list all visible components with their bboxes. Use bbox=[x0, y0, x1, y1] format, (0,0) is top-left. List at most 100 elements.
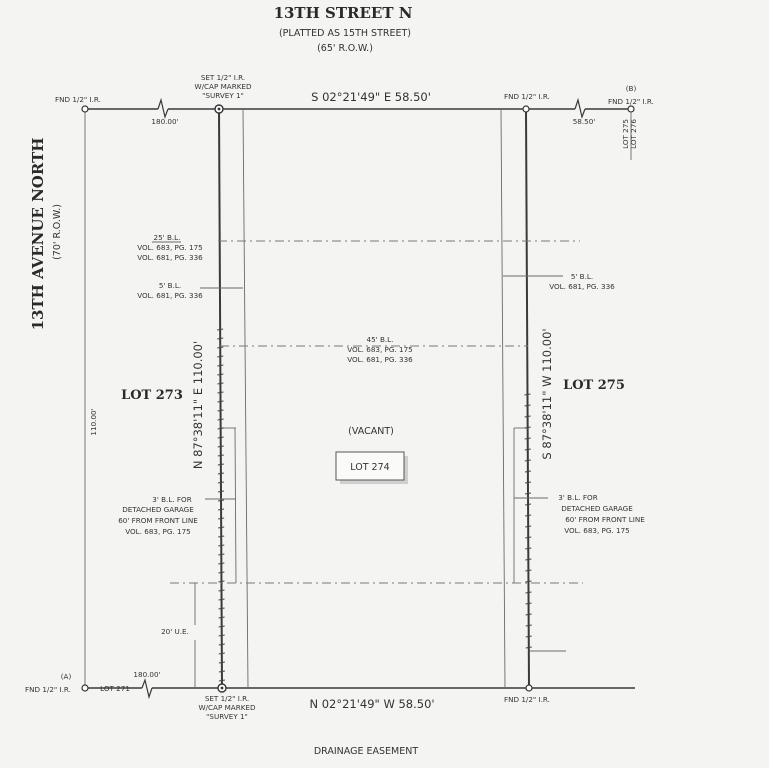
fence-hatch-mark bbox=[525, 602, 532, 605]
fence-hatch-mark bbox=[217, 508, 225, 511]
fence-hatch-mark bbox=[217, 418, 224, 421]
fence-hatch-mark bbox=[218, 598, 225, 601]
dist-top-right: 58.50' bbox=[573, 117, 596, 126]
drainage-easement-label: DRAINAGE EASEMENT bbox=[314, 746, 418, 757]
east-bearing: S 87°38'11" W 110.00' bbox=[540, 328, 554, 459]
fence-hatch-mark bbox=[525, 525, 532, 528]
fence-hatch-mark bbox=[217, 499, 225, 502]
dist-top-left: 180.00' bbox=[151, 117, 178, 126]
bl-3-right-label-1: 3' B.L. FOR bbox=[558, 493, 597, 502]
fence-hatch-mark bbox=[217, 391, 224, 394]
fence-hatch-mark bbox=[218, 670, 225, 673]
fence-hatch-mark bbox=[218, 634, 225, 637]
fence-hatch-mark bbox=[217, 355, 224, 358]
fence-hatch-mark bbox=[524, 404, 531, 407]
fence-hatch-mark bbox=[524, 426, 531, 429]
fence-hatch-mark bbox=[525, 646, 532, 649]
fence-hatch-mark bbox=[218, 625, 225, 628]
fence-hatch-mark bbox=[218, 517, 225, 520]
fence-hatch-mark bbox=[218, 553, 225, 556]
fence-hatch-mark bbox=[525, 569, 532, 572]
fence-hatch-mark bbox=[218, 580, 225, 583]
lot-275-small-label: LOT 275 bbox=[621, 119, 630, 149]
dist-left-vertical: 110.00' bbox=[89, 408, 98, 435]
west-bearing: N 87°38'11" E 110.00' bbox=[191, 341, 205, 469]
set-label-bottom-3: "SURVEY 1" bbox=[206, 712, 248, 721]
fence-hatch-mark bbox=[525, 613, 532, 616]
fence-hatch-mark bbox=[525, 580, 532, 583]
fence-hatch-mark bbox=[218, 607, 225, 610]
street-row: (65' R.O.W.) bbox=[317, 43, 373, 54]
bl-5-right-label-2: VOL. 681, PG. 336 bbox=[549, 282, 615, 291]
bl-25-label-1: 25' B.L. bbox=[154, 233, 181, 242]
fnd-iron-rod-bottom-right bbox=[525, 684, 533, 692]
b-marker-label: (B) bbox=[626, 84, 637, 93]
fnd-label-far-right: FND 1/2" I.R. bbox=[608, 97, 654, 106]
fence-hatch-mark bbox=[218, 562, 225, 565]
fnd-label-top-left: FND 1/2" I.R. bbox=[55, 95, 101, 104]
fence-hatch-mark bbox=[218, 616, 225, 619]
fence-hatch-mark bbox=[524, 448, 531, 451]
fence-hatch-mark bbox=[217, 400, 224, 403]
fence-hatch-mark bbox=[217, 346, 224, 349]
dist-bottom-left: 180.00' bbox=[133, 670, 160, 679]
south-bearing: N 02°21'49" W 58.50' bbox=[309, 697, 434, 711]
fence-hatch-mark bbox=[217, 472, 224, 475]
fence-hatch-mark bbox=[524, 503, 532, 506]
fence-hatch-mark bbox=[524, 393, 531, 396]
fnd-label-top-right: FND 1/2" I.R. bbox=[504, 92, 550, 101]
fence-hatch-mark bbox=[525, 558, 532, 561]
fence-hatch-mark bbox=[218, 526, 225, 529]
lot-275-label: LOT 275 bbox=[563, 378, 625, 393]
fence-hatch-mark bbox=[525, 536, 532, 539]
east-fence-hatching bbox=[524, 393, 532, 649]
lot-274-label: LOT 274 bbox=[350, 462, 389, 473]
bl-3-left-label-4: VOL. 683, PG. 175 bbox=[125, 527, 191, 536]
fence-hatch-mark bbox=[218, 571, 225, 574]
vacant-label: (VACANT) bbox=[348, 426, 394, 437]
bl-45-label-3: VOL. 681, PG. 336 bbox=[347, 355, 413, 364]
fence-hatch-mark bbox=[217, 373, 224, 376]
fence-hatch-mark bbox=[524, 459, 531, 462]
fnd-iron-rod-bottom-left bbox=[81, 684, 89, 692]
fnd-iron-rod-top-left bbox=[81, 105, 89, 113]
bl-45-label-2: VOL. 683, PG. 175 bbox=[347, 345, 413, 354]
fnd-iron-rod-far-right bbox=[627, 105, 635, 113]
fence-hatch-mark bbox=[525, 591, 532, 594]
bl-5-left-label-1: 5' B.L. bbox=[159, 281, 181, 290]
north-bearing: S 02°21'49" E 58.50' bbox=[311, 90, 431, 104]
fence-hatch-mark bbox=[217, 454, 224, 457]
fence-hatch-mark bbox=[525, 624, 532, 627]
north-break-left bbox=[157, 97, 169, 120]
fence-hatch-mark bbox=[525, 635, 532, 638]
fnd-label-bottom-right: FND 1/2" I.R. bbox=[504, 695, 550, 704]
fence-hatch-mark bbox=[524, 437, 531, 440]
bl-5-west-line bbox=[242, 108, 249, 689]
fence-hatch-mark bbox=[524, 415, 531, 418]
fence-hatch-mark bbox=[217, 382, 224, 385]
avenue-name: 13TH AVENUE NORTH bbox=[29, 138, 47, 331]
bl-3-west-line bbox=[234, 427, 237, 584]
fence-hatch-mark bbox=[218, 544, 225, 547]
fence-hatch-mark bbox=[217, 337, 224, 340]
fence-hatch-mark bbox=[218, 661, 225, 664]
bl-5-east-line bbox=[500, 108, 506, 689]
bl-3-right-label-2: DETACHED GARAGE bbox=[561, 504, 633, 513]
street-platted-note: (PLATTED AS 15TH STREET) bbox=[279, 28, 411, 39]
fence-hatch-mark bbox=[525, 547, 532, 550]
bl-5-right-label-1: 5' B.L. bbox=[571, 272, 593, 281]
fence-hatch-mark bbox=[218, 535, 225, 538]
fence-hatch-mark bbox=[217, 481, 225, 484]
bl-25-label-2: VOL. 683, PG. 175 bbox=[137, 243, 203, 252]
set-label-top-1: SET 1/2" I.R. bbox=[201, 73, 245, 82]
fence-hatch-mark bbox=[217, 436, 224, 439]
fence-hatch-mark bbox=[217, 328, 224, 331]
fence-hatch-mark bbox=[525, 514, 532, 517]
fence-hatch-mark bbox=[217, 463, 224, 466]
fence-hatch-mark bbox=[217, 427, 224, 430]
avenue-row: (70' R.O.W.) bbox=[52, 204, 63, 260]
bl-25-label-3: VOL. 681, PG. 336 bbox=[137, 253, 203, 262]
lot-west-line bbox=[218, 108, 223, 689]
lot-273-label: LOT 273 bbox=[121, 388, 183, 403]
lot-276-small-label: LOT 276 bbox=[629, 119, 638, 149]
